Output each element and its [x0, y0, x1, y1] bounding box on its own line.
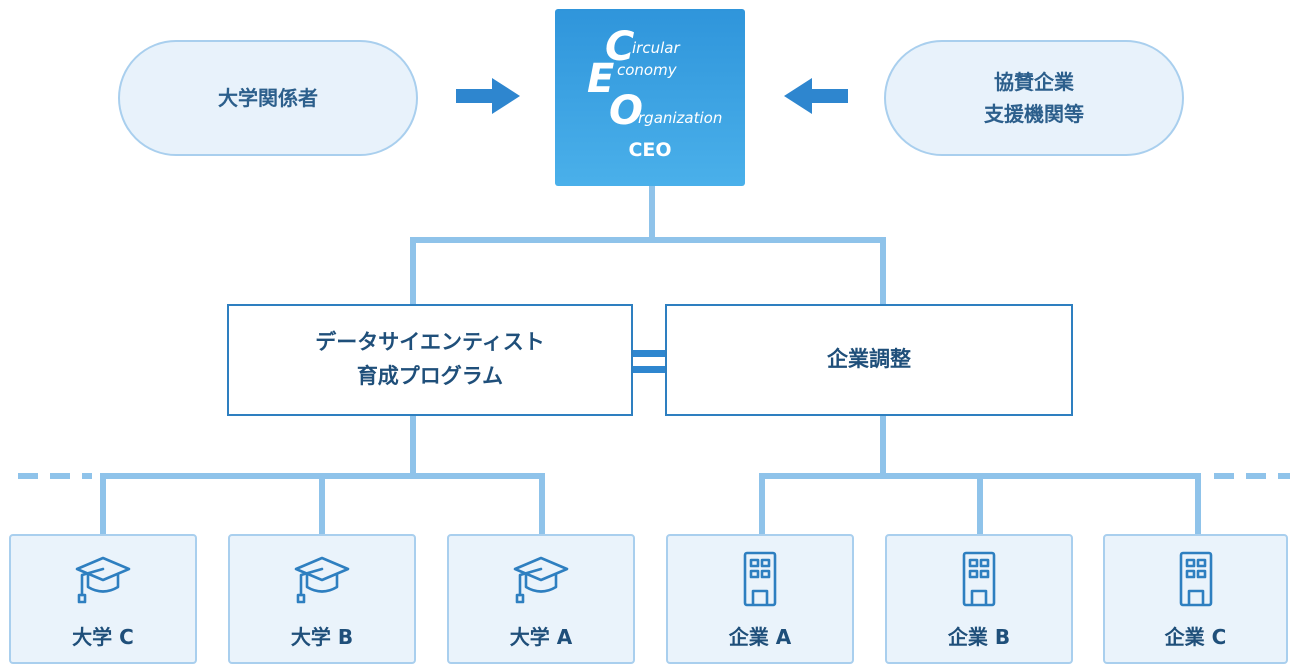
logo-letter-c: C — [605, 24, 635, 70]
graduation-cap-icon — [294, 556, 350, 604]
company-a-card: 企業 A — [666, 534, 854, 664]
ceo-logo: C ircular E conomy O rganization — [575, 27, 725, 137]
university-b-card: 大学 B — [228, 534, 416, 664]
corporate-coordination-box: 企業調整 — [665, 304, 1073, 416]
equal-sign-bottom — [632, 366, 666, 373]
ceo-label: CEO — [628, 139, 672, 161]
company-b-label: 企業 B — [947, 625, 1011, 649]
sponsors-label-line2: 支援機関等 — [984, 102, 1084, 126]
program-label-line2: 育成プログラム — [356, 364, 504, 388]
corp-coordination-label: 企業調整 — [827, 347, 911, 372]
company-a-label: 企業 A — [728, 625, 792, 649]
logo-letter-o: O — [609, 88, 644, 134]
building-icon — [962, 551, 996, 607]
graduation-cap-icon — [75, 556, 131, 604]
university-stakeholders-pill: 大学関係者 — [118, 40, 418, 156]
logo-word-circular: ircular — [632, 39, 680, 57]
logo-word-organization: rganization — [638, 109, 723, 127]
sponsors-pill: 協賛企業 支援機関等 — [884, 40, 1184, 156]
left-arrow-icon — [784, 78, 848, 114]
sponsors-label-line1: 協賛企業 — [994, 70, 1074, 94]
company-c-label: 企業 C — [1164, 625, 1227, 649]
company-b-card: 企業 B — [885, 534, 1073, 664]
ceo-box: C ircular E conomy O rganization CEO — [555, 9, 745, 186]
equal-sign-top — [632, 350, 666, 357]
university-c-card: 大学 C — [9, 534, 197, 664]
right-arrow-icon — [456, 78, 520, 114]
building-icon — [1179, 551, 1212, 607]
graduation-cap-icon — [513, 556, 569, 604]
logo-word-economy: conomy — [617, 61, 677, 79]
university-stakeholders-label: 大学関係者 — [218, 86, 318, 110]
logo-letter-e: E — [587, 56, 615, 102]
university-a-label: 大学 A — [509, 625, 573, 649]
program-label-line1: データサイエンティスト — [315, 330, 545, 355]
university-b-label: 大学 B — [290, 625, 354, 649]
university-a-card: 大学 A — [447, 534, 635, 664]
university-c-label: 大学 C — [72, 625, 134, 649]
building-icon — [743, 551, 777, 607]
company-c-card: 企業 C — [1103, 534, 1288, 664]
data-scientist-program-box: データサイエンティスト 育成プログラム — [227, 304, 633, 416]
